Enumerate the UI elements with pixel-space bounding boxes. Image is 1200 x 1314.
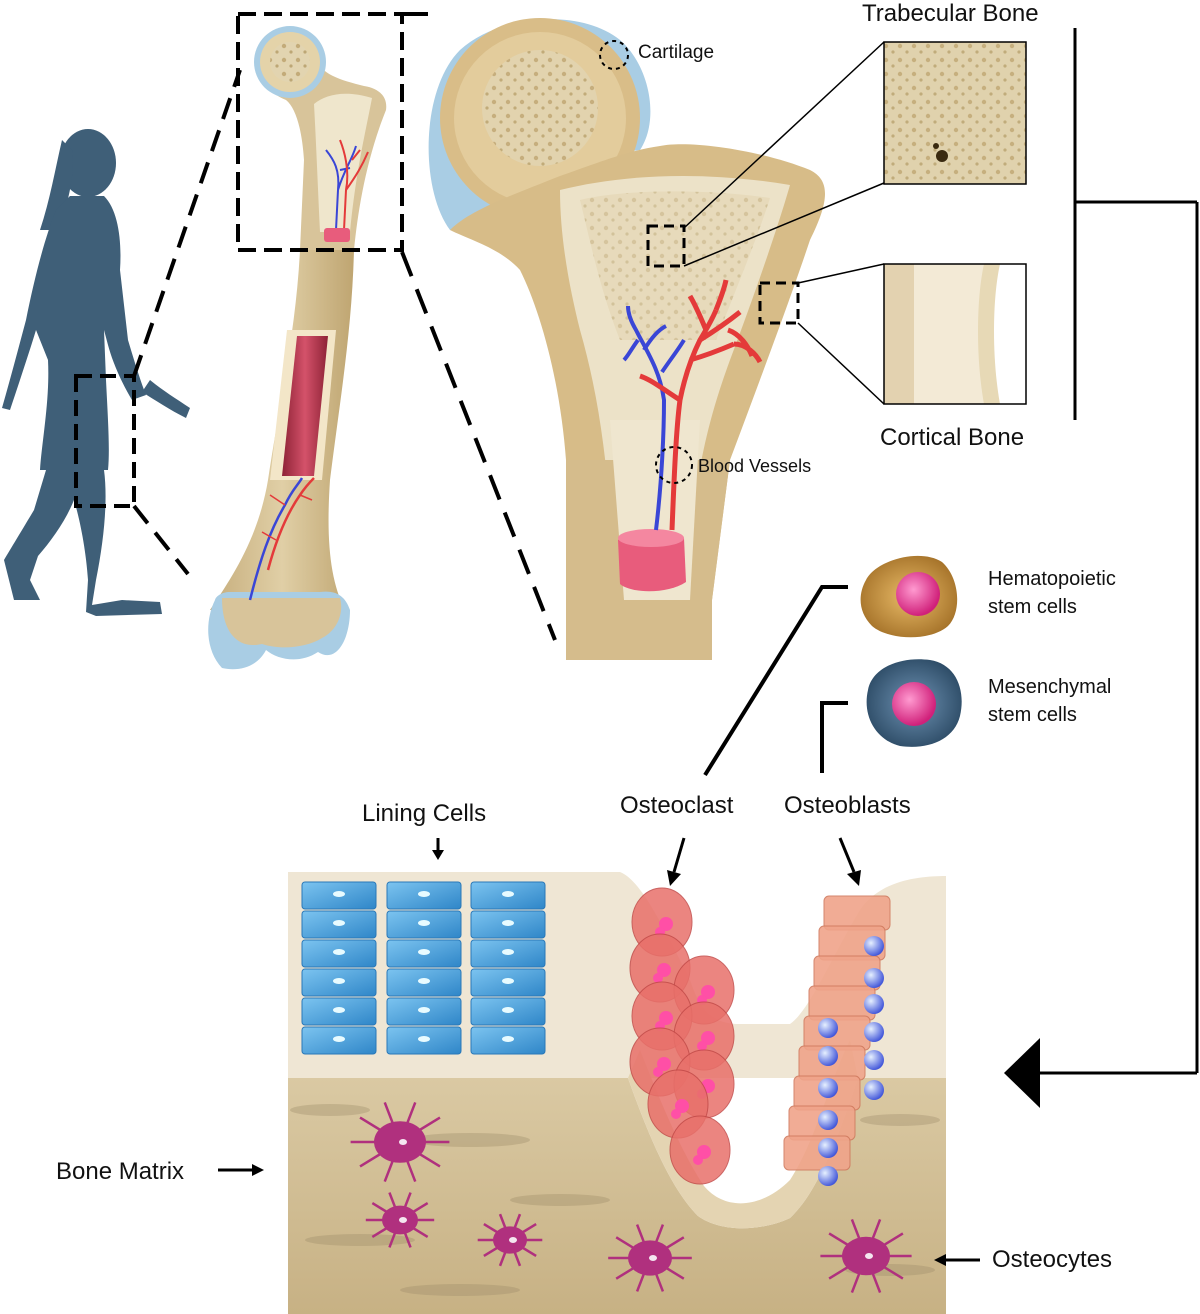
osteoblast-cell [803, 1015, 871, 1051]
lining-cell [301, 968, 377, 997]
lining-cells-label: Lining Cells [362, 800, 487, 827]
trabecular-bone-label: Trabecular Bone [862, 0, 1039, 27]
trabecular-marker-box [646, 224, 686, 268]
hsc-label-line1: Hematopoietic [988, 568, 1116, 590]
cortical-bone-inset [883, 263, 1027, 405]
osteocyte-cell [477, 1213, 543, 1267]
cortical-bone-label: Cortical Bone [880, 424, 1025, 451]
osteocyte-cell [365, 1192, 435, 1248]
bone-matrix-label: Bone Matrix [56, 1158, 185, 1185]
osteocyte-group [350, 1101, 912, 1293]
osteoblast-nucleus [818, 1018, 838, 1038]
osteoblast-nucleus [818, 1110, 838, 1130]
lining-cell [470, 910, 546, 939]
osteoclast-group [629, 887, 735, 1185]
osteoblast-group [783, 895, 891, 1186]
osteoblast-nucleus [818, 1078, 838, 1098]
lining-cell [386, 939, 462, 968]
osteoclast-label: Osteoclast [620, 792, 734, 819]
lining-cell [301, 997, 377, 1026]
lining-cell [470, 939, 546, 968]
osteoblast-nucleus [864, 1022, 884, 1042]
trabecular-callout-lines [683, 41, 885, 267]
cortical-callout-lines [797, 263, 885, 405]
osteoblast-nucleus [864, 1050, 884, 1070]
lining-cell [470, 881, 546, 910]
blood-vessels-label: Blood Vessels [698, 456, 812, 476]
lining-cell [301, 939, 377, 968]
lining-cell [301, 881, 377, 910]
stem-cell-connector-lines [703, 585, 848, 777]
lining-cell [386, 1026, 462, 1055]
lining-cell [470, 968, 546, 997]
proximal-zoom-box [236, 12, 404, 252]
osteocytes-label: Osteocytes [992, 1246, 1113, 1273]
femur-proximal-small [254, 26, 387, 250]
osteoblast-nucleus [864, 936, 884, 956]
osteocyte-cell [820, 1219, 912, 1293]
osteoblast-cell [783, 1135, 851, 1171]
osteoblast-nucleus [818, 1166, 838, 1186]
msc-label-line1: Mesenchymal [988, 676, 1112, 698]
lining-cell [301, 1026, 377, 1055]
lining-cell [386, 881, 462, 910]
lining-cell [386, 997, 462, 1026]
lining-cell [386, 968, 462, 997]
osteoblast-nucleus [818, 1046, 838, 1066]
osteoblasts-label: Osteoblasts [784, 792, 911, 819]
osteoblast-cell [823, 895, 891, 931]
blood-vessels-marker [655, 446, 693, 484]
hsc-label-line2: stem cells [988, 596, 1077, 618]
cartilage-marker [599, 40, 629, 70]
hematopoietic-stem-cell [860, 555, 958, 638]
trabecular-bone-inset [883, 41, 1027, 185]
osteoblast-nucleus [818, 1138, 838, 1158]
lining-cell [386, 910, 462, 939]
bone-type-bracket [1040, 28, 1199, 1075]
zoom-connector-lines-1 [132, 69, 242, 576]
cortical-marker-box [758, 281, 800, 325]
lining-cells-group [301, 881, 546, 1055]
femur-full-bone [208, 250, 354, 670]
walking-woman-silhouette [2, 129, 190, 616]
osteocyte-cell [350, 1101, 450, 1183]
osteocyte-cell [608, 1224, 692, 1292]
zoom-connector-lines-2 [400, 12, 557, 641]
silhouette-zoom-box [74, 374, 136, 508]
osteoblast-nucleus [864, 968, 884, 988]
label-arrows [218, 837, 980, 1266]
blood-vessels-large [622, 279, 763, 531]
big-arrow-head [1004, 1038, 1040, 1108]
osteoblast-nucleus [864, 1080, 884, 1100]
lining-cell [470, 997, 546, 1026]
mesenchymal-stem-cell [866, 659, 962, 747]
lining-cell [301, 910, 377, 939]
msc-label-line2: stem cells [988, 704, 1077, 726]
femur-proximal-large [428, 18, 825, 660]
osteoblast-nucleus [864, 994, 884, 1014]
osteoclast-cell [669, 1115, 731, 1185]
lining-cell [470, 1026, 546, 1055]
cartilage-label: Cartilage [638, 42, 715, 63]
